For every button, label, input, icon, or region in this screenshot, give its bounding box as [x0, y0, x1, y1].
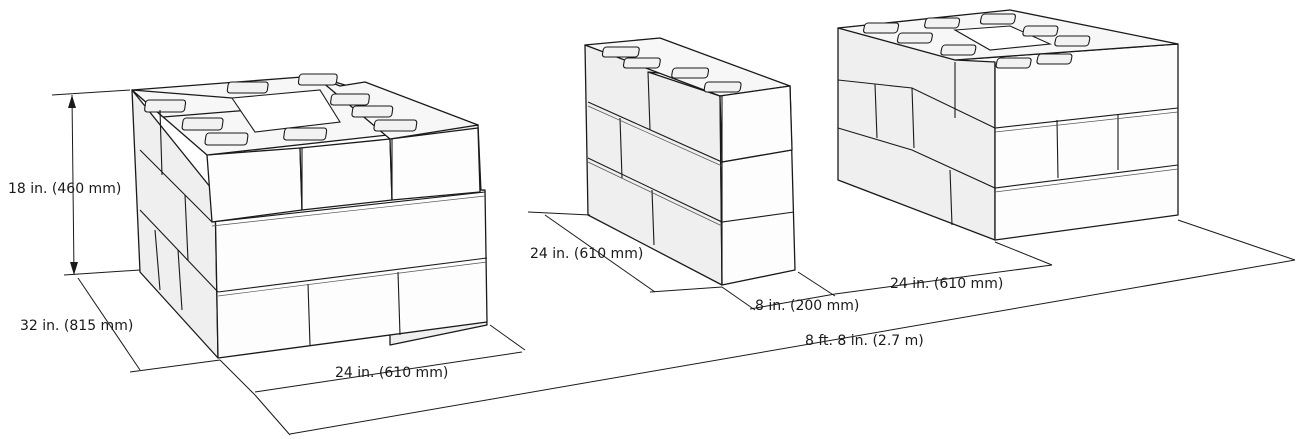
dimension-lines	[51, 89, 1296, 436]
dim-width-right: 24 in. (610 mm)	[890, 276, 1003, 292]
dim-length-middle: 24 in. (610 mm)	[530, 246, 643, 262]
dim-thickness-middle: 8 in. (200 mm)	[755, 298, 859, 314]
dim-height-left: 18 in. (460 mm)	[8, 181, 121, 197]
middle-block-wall	[584, 37, 796, 286]
dimension-labels: 18 in. (460 mm) 32 in. (815 mm) 24 in. (…	[8, 181, 1003, 381]
dim-width-left: 24 in. (610 mm)	[335, 365, 448, 381]
dim-overall-length: 8 ft. 8 in. (2.7 m)	[805, 333, 924, 349]
right-block-assembly	[837, 9, 1179, 241]
dim-depth-left: 32 in. (815 mm)	[20, 318, 133, 334]
left-block-assembly	[131, 73, 488, 359]
